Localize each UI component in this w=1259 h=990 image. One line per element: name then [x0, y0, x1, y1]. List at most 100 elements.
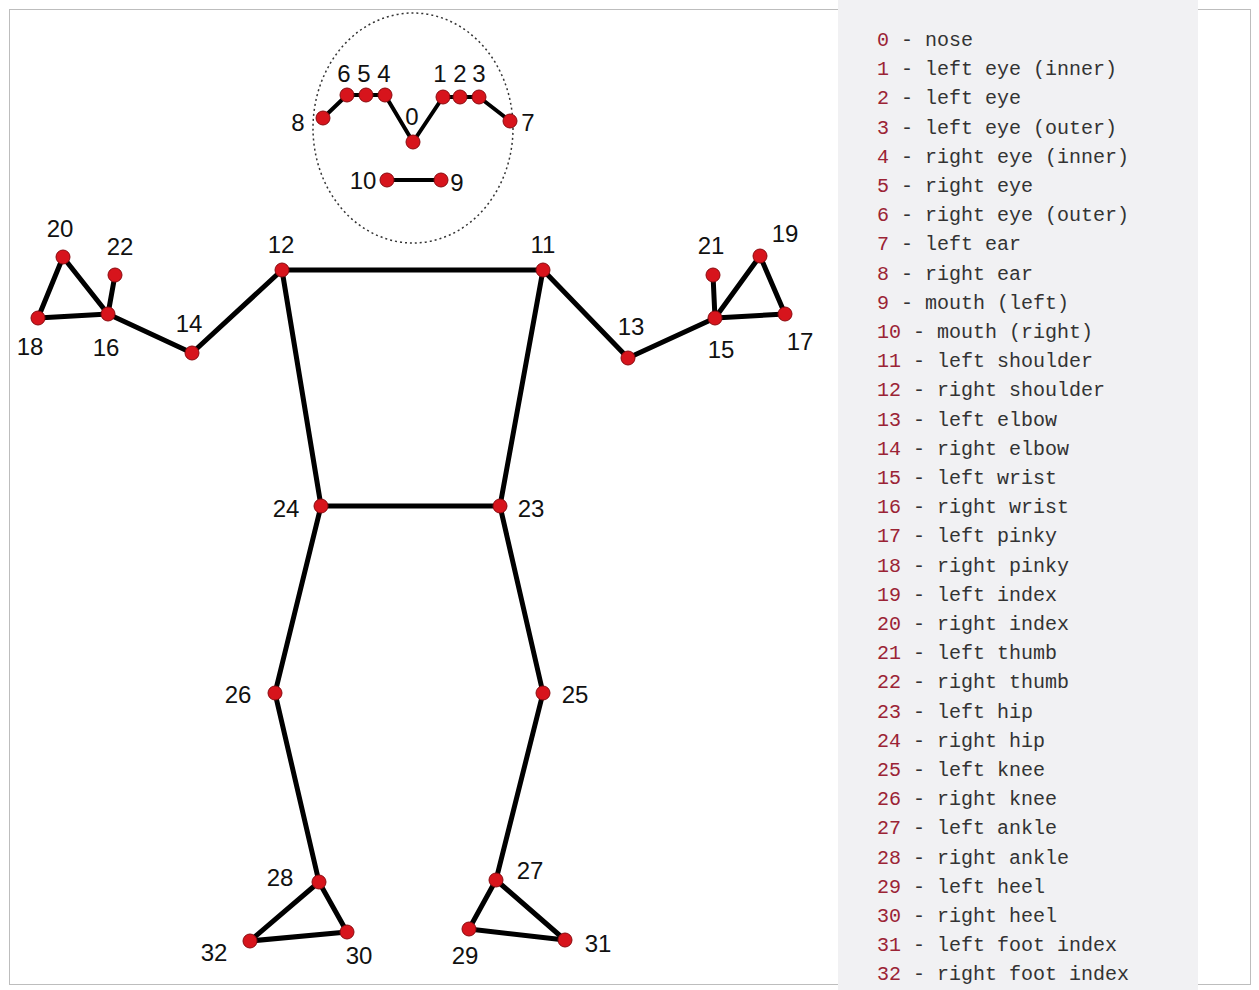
landmark-dot [536, 263, 550, 277]
landmark-entry: 9 - mouth (left) [877, 292, 1069, 316]
landmark-dot [706, 268, 720, 282]
landmark-entry: 31 - left foot index [877, 934, 1117, 958]
callout-number: 30 [346, 943, 373, 969]
bone-line [275, 506, 321, 693]
callout-number: 10 [350, 168, 377, 194]
landmark-dot [380, 173, 394, 187]
landmark-dot [243, 934, 257, 948]
landmark-dot [108, 268, 122, 282]
landmark-dot [436, 90, 450, 104]
callout-number: 20 [47, 216, 74, 242]
landmark-entry: 21 - left thumb [877, 642, 1057, 666]
callout-number: 29 [452, 943, 479, 969]
callout-number: 28 [267, 865, 294, 891]
callout-number: 18 [17, 334, 44, 360]
landmark-dot [268, 686, 282, 700]
bone-line [496, 693, 543, 880]
landmark-entry: 1 - left eye (inner) [877, 58, 1117, 82]
bone-line [321, 504, 500, 509]
landmark-dot [493, 499, 507, 513]
landmark-dot [453, 90, 467, 104]
bone-line [63, 257, 108, 314]
bone-line [543, 270, 628, 358]
bone-line [500, 270, 543, 506]
landmark-entry: 5 - right eye [877, 175, 1033, 199]
landmark-entry: 12 - right shoulder [877, 379, 1105, 403]
landmark-dot [621, 351, 635, 365]
bone-line [469, 880, 496, 929]
landmark-entry: 8 - right ear [877, 263, 1033, 287]
callout-number: 22 [107, 234, 134, 260]
landmark-entry: 25 - left knee [877, 759, 1045, 783]
landmark-entry: 14 - right elbow [877, 438, 1069, 462]
callout-number: 14 [176, 311, 203, 337]
callout-number: 24 [273, 496, 300, 522]
landmark-dot [101, 307, 115, 321]
callout-number: 31 [585, 931, 612, 957]
landmark-dot [434, 173, 448, 187]
landmark-entry: 30 - right heel [877, 905, 1057, 929]
bone-line [282, 270, 321, 506]
landmark-dot [472, 90, 486, 104]
bone-line [192, 270, 282, 353]
bone-line [715, 314, 785, 318]
callout-number: 6 [337, 61, 350, 87]
mouth-line [387, 178, 441, 182]
callout-number: 3 [472, 61, 485, 87]
callout-number: 15 [708, 337, 735, 363]
callout-number: 12 [268, 232, 295, 258]
bone-line [250, 932, 347, 941]
bone-line [319, 882, 347, 932]
callout-number: 23 [518, 496, 545, 522]
landmark-dot [340, 88, 354, 102]
callout-number: 26 [225, 682, 252, 708]
callout-number: 9 [450, 170, 463, 196]
landmark-entry: 20 - right index [877, 613, 1069, 637]
landmark-dot [31, 311, 45, 325]
callout-number: 17 [787, 329, 814, 355]
landmark-entry: 18 - right pinky [877, 555, 1069, 579]
landmark-dot [312, 875, 326, 889]
landmark-dot [558, 933, 572, 947]
landmark-dot [275, 263, 289, 277]
bone-line [760, 256, 785, 314]
callout-number: 7 [521, 110, 534, 136]
bone-line [469, 929, 565, 940]
landmark-dot [778, 307, 792, 321]
bone-line [38, 257, 63, 318]
landmark-entry: 11 - left shoulder [877, 350, 1093, 374]
landmark-dot [185, 346, 199, 360]
landmark-entry: 29 - left heel [877, 876, 1045, 900]
landmark-entry: 19 - left index [877, 584, 1057, 608]
landmark-entry: 23 - left hip [877, 701, 1033, 725]
landmark-entry: 3 - left eye (outer) [877, 117, 1117, 141]
callout-number: 0 [405, 104, 418, 130]
bone-line [500, 506, 543, 693]
landmark-entry: 26 - right knee [877, 788, 1057, 812]
landmark-dot [378, 88, 392, 102]
landmark-entry: 28 - right ankle [877, 847, 1069, 871]
landmark-entry: 32 - right foot index [877, 963, 1129, 987]
callout-number: 19 [772, 221, 799, 247]
legend-panel: 0 - nose1 - left eye (inner)2 - left eye… [838, 0, 1198, 990]
face-outline [313, 13, 513, 243]
bone-line [275, 693, 319, 882]
landmark-dot [708, 311, 722, 325]
landmark-entry: 10 - mouth (right) [877, 321, 1093, 345]
callout-number: 27 [517, 858, 544, 884]
callout-number: 2 [453, 61, 466, 87]
landmark-entry: 6 - right eye (outer) [877, 204, 1129, 228]
landmark-dot [340, 925, 354, 939]
landmark-entry: 4 - right eye (inner) [877, 146, 1129, 170]
landmark-entry: 24 - right hip [877, 730, 1045, 754]
bone-line [38, 314, 108, 318]
landmark-dot [359, 88, 373, 102]
callout-number: 21 [698, 233, 725, 259]
landmark-entry: 7 - left ear [877, 233, 1021, 257]
landmark-dot [536, 686, 550, 700]
callout-number: 16 [93, 335, 120, 361]
callout-number: 32 [201, 940, 228, 966]
landmark-entry: 2 - left eye [877, 87, 1021, 111]
callout-number: 13 [618, 314, 645, 340]
callout-number: 8 [291, 110, 304, 136]
